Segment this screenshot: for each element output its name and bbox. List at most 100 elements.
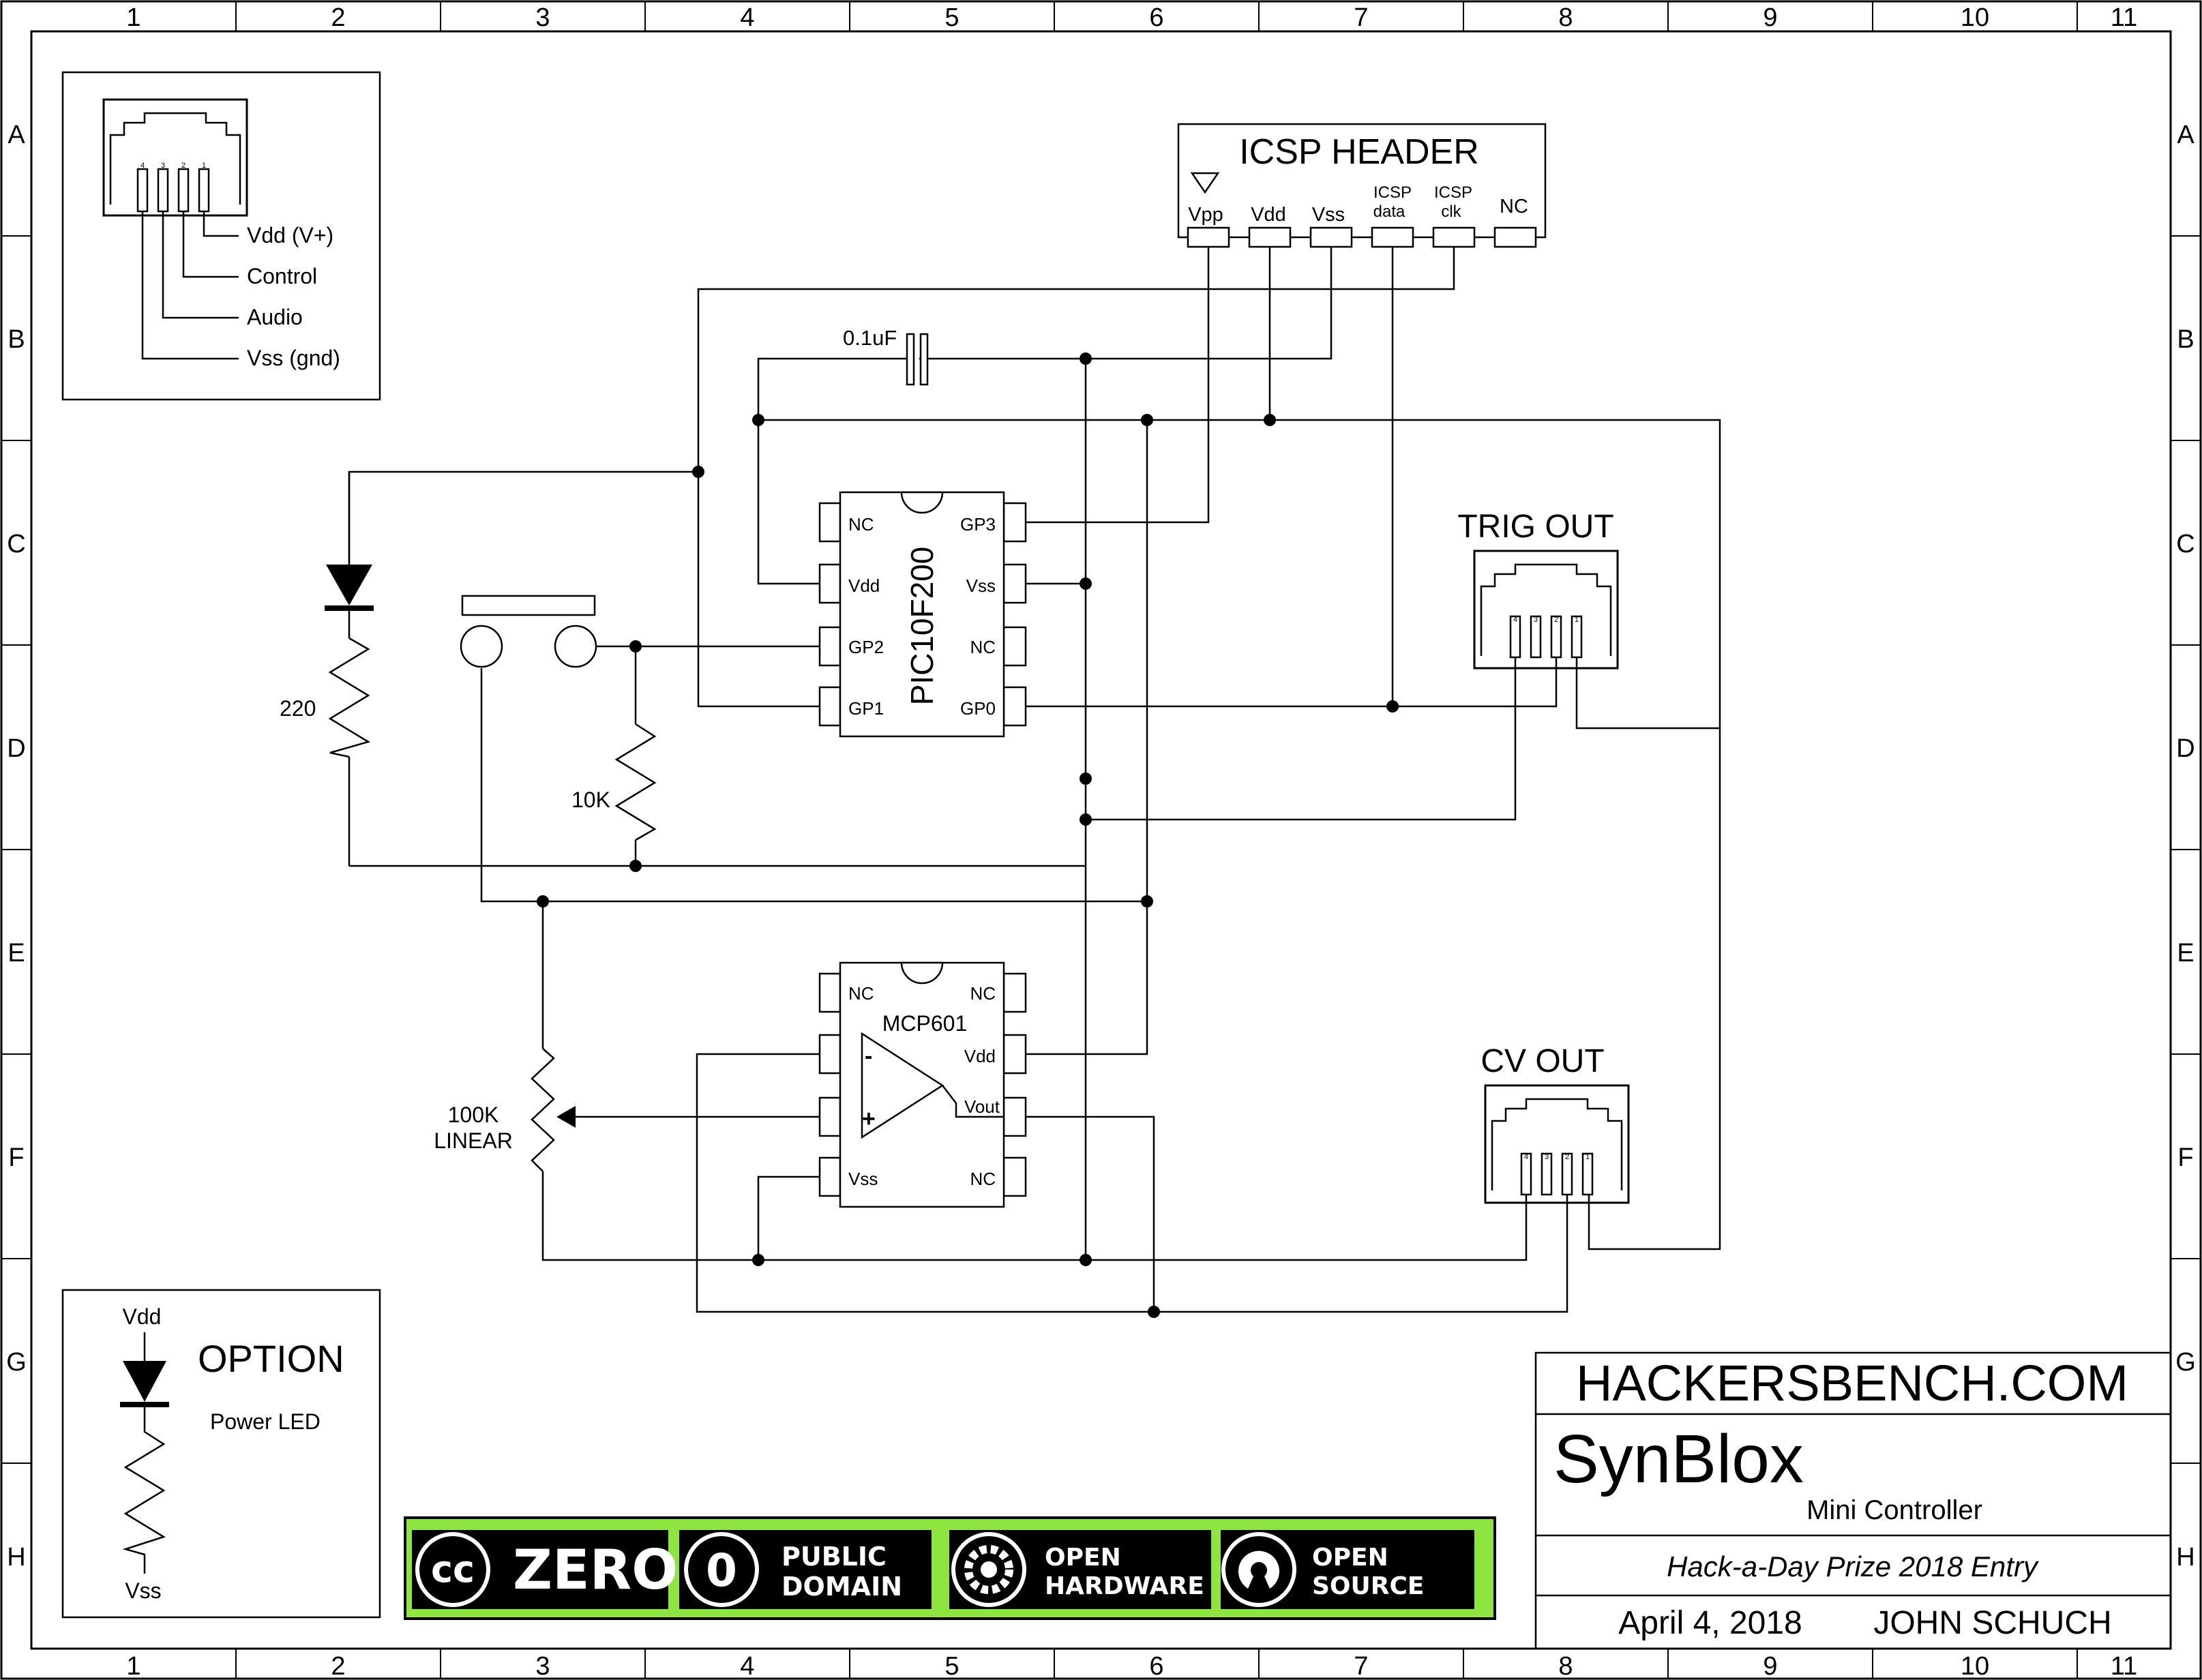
title-project: SynBlox [1553, 1421, 1804, 1497]
option-title: OPTION [198, 1337, 344, 1380]
cv-pin-2: 2 [1565, 1153, 1569, 1161]
row-label-right: F [2177, 1143, 2193, 1172]
icsp-pin-clk-label-2: clk [1441, 202, 1461, 221]
pot-label-value: 100K [448, 1102, 499, 1127]
row-label-left: E [8, 939, 25, 967]
opamp-pin-nc-right-bottom: NC [970, 1169, 996, 1189]
row-label-right: E [2177, 939, 2194, 967]
resistor-10k-label: 10K [571, 787, 610, 812]
key-pin-3: 3 [161, 162, 165, 170]
badge-domain: DOMAIN [782, 1572, 902, 1602]
icsp-pin-data-label-2: data [1373, 202, 1405, 221]
col-label-top: 5 [944, 3, 959, 32]
key-pin-4: 4 [140, 162, 145, 170]
icsp-pin-vpp: Vpp [1188, 204, 1223, 226]
pic-pin-vdd: Vdd [848, 575, 880, 596]
trig-pin-1: 1 [1575, 616, 1579, 624]
col-label-bottom: 9 [1763, 1652, 1777, 1680]
key-label-audio: Audio [247, 305, 303, 329]
cc-icon-text: cc [431, 1548, 475, 1591]
row-label-right: D [2176, 734, 2194, 763]
pic-pin-gp2: GP2 [848, 637, 884, 657]
col-label-top: 10 [1961, 3, 1989, 32]
open-source-icon [1221, 1532, 1296, 1607]
option-subtitle: Power LED [210, 1409, 321, 1434]
cap-label: 0.1uF [843, 326, 897, 350]
row-label-right: C [2176, 530, 2194, 558]
col-label-top: 8 [1558, 3, 1573, 32]
public-domain-icon-text: 0 [706, 1544, 737, 1597]
key-pin-2: 2 [181, 162, 185, 170]
col-label-top: 1 [126, 3, 140, 32]
key-pin-1: 1 [202, 162, 206, 170]
title-author: JOHN SCHUCH [1873, 1605, 2111, 1641]
cv-pin-4: 4 [1524, 1153, 1528, 1161]
trig-pin-4: 4 [1513, 616, 1517, 624]
option-power-led-box: Vdd Vss OPTION Power LED [61, 1289, 381, 1619]
opamp-pin-vout: Vout [964, 1096, 1000, 1117]
col-label-top: 2 [331, 3, 345, 32]
license-badges: cc ZERO 0 PUBLIC DOMAIN OPEN HARDWARE OP… [404, 1516, 1496, 1620]
title-site: HACKERSBENCH.COM [1576, 1355, 2128, 1411]
row-label-left: G [6, 1348, 27, 1377]
col-label-bottom: 11 [2111, 1652, 2137, 1680]
cv-out-title: CV OUT [1481, 1043, 1604, 1079]
trig-pin-3: 3 [1534, 616, 1538, 624]
opamp-plus: + [862, 1106, 876, 1132]
key-label-vss: Vss (gnd) [247, 346, 340, 370]
col-label-top: 7 [1354, 3, 1368, 32]
pic-pin-nc-left: NC [848, 514, 874, 535]
indicator-led [325, 472, 374, 611]
row-label-left: C [7, 530, 25, 558]
public-domain-icon [684, 1532, 759, 1607]
row-label-left: D [7, 734, 25, 763]
row-label-left: A [8, 121, 25, 149]
icsp-pin-vss: Vss [1312, 204, 1345, 226]
wiper-arrow-icon [556, 1106, 576, 1128]
option-vss-label: Vss [125, 1578, 161, 1603]
pic10f200-chip: NC Vdd GP2 GP1 GP3 Vss NC GP0 PIC10F200 [818, 491, 1027, 738]
row-label-right: A [2177, 121, 2194, 149]
cv-pin-3: 3 [1545, 1153, 1549, 1161]
opamp-minus: - [865, 1043, 872, 1069]
col-label-bottom: 6 [1149, 1652, 1163, 1680]
opamp-pin-vss: Vss [848, 1169, 878, 1189]
title-entry: Hack-a-Day Prize 2018 Entry [1667, 1550, 2040, 1582]
row-label-left: B [8, 325, 25, 354]
opamp-name: MCP601 [882, 1011, 968, 1036]
junction-dots [537, 352, 1399, 1318]
row-label-right: H [2176, 1543, 2194, 1572]
pic-chip-name: PIC10F200 [904, 547, 940, 706]
col-label-top: 9 [1763, 3, 1777, 32]
opamp-symbol [861, 1032, 944, 1139]
opamp-pin-nc-left: NC [848, 983, 874, 1004]
icsp-pin-data-label-1: ICSP [1373, 183, 1412, 202]
badge-zero: ZERO [513, 1538, 678, 1602]
pic-pin-gp1: GP1 [848, 698, 884, 719]
col-label-bottom: 4 [740, 1652, 754, 1680]
icsp-pin-nc: NC [1500, 196, 1528, 217]
badge-open-src: OPEN [1312, 1544, 1388, 1572]
col-label-bottom: 1 [126, 1652, 140, 1680]
pic-pin-vss: Vss [966, 575, 996, 596]
trig-out-jack: TRIG OUT 4 3 2 1 [1457, 509, 1619, 670]
opamp-pin-nc-right-top: NC [970, 983, 996, 1004]
col-label-bottom: 2 [331, 1652, 345, 1680]
pot-label-type: LINEAR [434, 1128, 513, 1153]
title-subtitle: Mini Controller [1806, 1495, 1982, 1525]
triangle-marker-icon [1190, 172, 1220, 194]
potentiometer-100k: 100K LINEAR [434, 1048, 576, 1172]
push-button-switch [460, 595, 597, 668]
cc-icon [415, 1532, 490, 1607]
badge-open-hw: OPEN [1045, 1544, 1121, 1572]
title-date: April 4, 2018 [1618, 1605, 1802, 1641]
key-label-control: Control [247, 264, 317, 288]
mcp601-opamp: - + MCP601 NC Vss NC Vdd Vout NC [818, 961, 1027, 1208]
pic-pin-nc-right: NC [970, 637, 996, 657]
col-label-bottom: 7 [1354, 1652, 1368, 1680]
key-label-vdd: Vdd (V+) [247, 223, 333, 247]
badge-hardware: HARDWARE [1045, 1572, 1204, 1600]
pic-pin-gp3: GP3 [960, 514, 996, 535]
